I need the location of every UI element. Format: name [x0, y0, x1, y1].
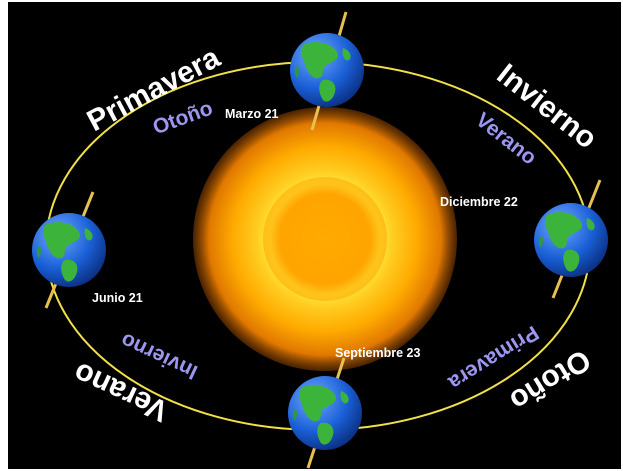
- earth-right-icon: [534, 179, 608, 299]
- date-left-label: Junio 21: [92, 291, 143, 305]
- earth-top-icon: [290, 11, 364, 131]
- earth-left-icon: [32, 191, 106, 309]
- sun-core: [263, 177, 387, 301]
- earth-bottom-icon: [288, 357, 362, 469]
- date-bottom-label: Septiembre 23: [335, 346, 421, 360]
- season-bottom-left-south: Invierno: [117, 328, 201, 383]
- date-right-label: Diciembre 22: [440, 195, 518, 209]
- season-top-right-south: Verano: [471, 108, 540, 169]
- date-top-label: Marzo 21: [225, 107, 279, 121]
